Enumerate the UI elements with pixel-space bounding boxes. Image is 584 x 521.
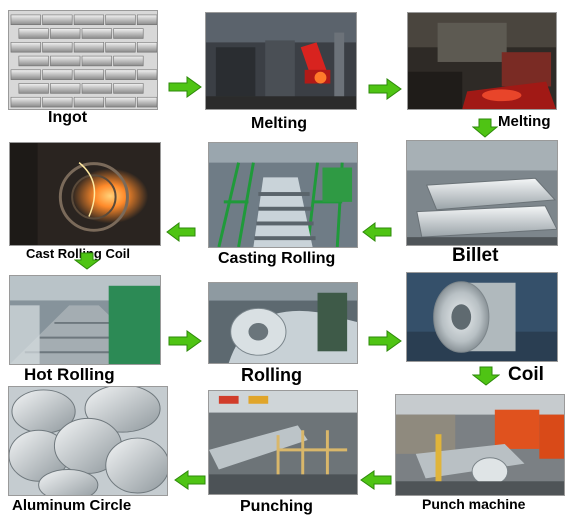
green-arrow-icon xyxy=(472,118,498,138)
green-arrow-icon xyxy=(168,76,202,98)
green-arrow-icon xyxy=(472,366,500,386)
step-label-coil: Coil xyxy=(508,364,544,385)
green-arrow-icon xyxy=(368,330,402,352)
green-arrow-icon xyxy=(368,78,402,100)
aluminum-billet-photo xyxy=(406,140,558,246)
green-arrow-icon xyxy=(360,470,392,490)
hot-rolling-mill-photo xyxy=(9,275,161,365)
step-label-punch-machine: Punch machine xyxy=(422,496,526,512)
step-label-aluminum-circle: Aluminum Circle xyxy=(12,497,132,514)
step-label-hot-rolling: Hot Rolling xyxy=(24,365,115,384)
step-label-melting-1: Melting xyxy=(251,115,307,132)
step-label-punching: Punching xyxy=(240,498,313,515)
green-arrow-icon xyxy=(74,252,100,270)
step-label-melting-2: Melting xyxy=(498,113,551,130)
punching-line-photo xyxy=(208,390,358,495)
step-label-billet: Billet xyxy=(452,245,499,266)
green-arrow-icon xyxy=(168,330,202,352)
melting-furnace-photo xyxy=(205,12,357,110)
green-arrow-icon xyxy=(362,222,392,242)
punch-machine-photo xyxy=(395,394,565,496)
cast-rolling-coil-photo xyxy=(9,142,161,246)
step-label-casting-rolling: Casting Rolling xyxy=(218,250,336,267)
step-label-rolling: Rolling xyxy=(241,365,302,385)
step-label-ingot: Ingot xyxy=(48,109,88,126)
step-label-cast-rolling-coil: Cast Rolling Coil xyxy=(26,246,130,261)
aluminum-circles-photo xyxy=(8,386,168,496)
ingot-photo xyxy=(8,10,158,110)
aluminum-coil-photo xyxy=(406,272,558,362)
rolling-mill-photo xyxy=(208,282,358,364)
green-arrow-icon xyxy=(166,222,196,242)
molten-metal-photo xyxy=(407,12,557,110)
casting-rolling-line-photo xyxy=(208,142,358,248)
green-arrow-icon xyxy=(174,470,206,490)
